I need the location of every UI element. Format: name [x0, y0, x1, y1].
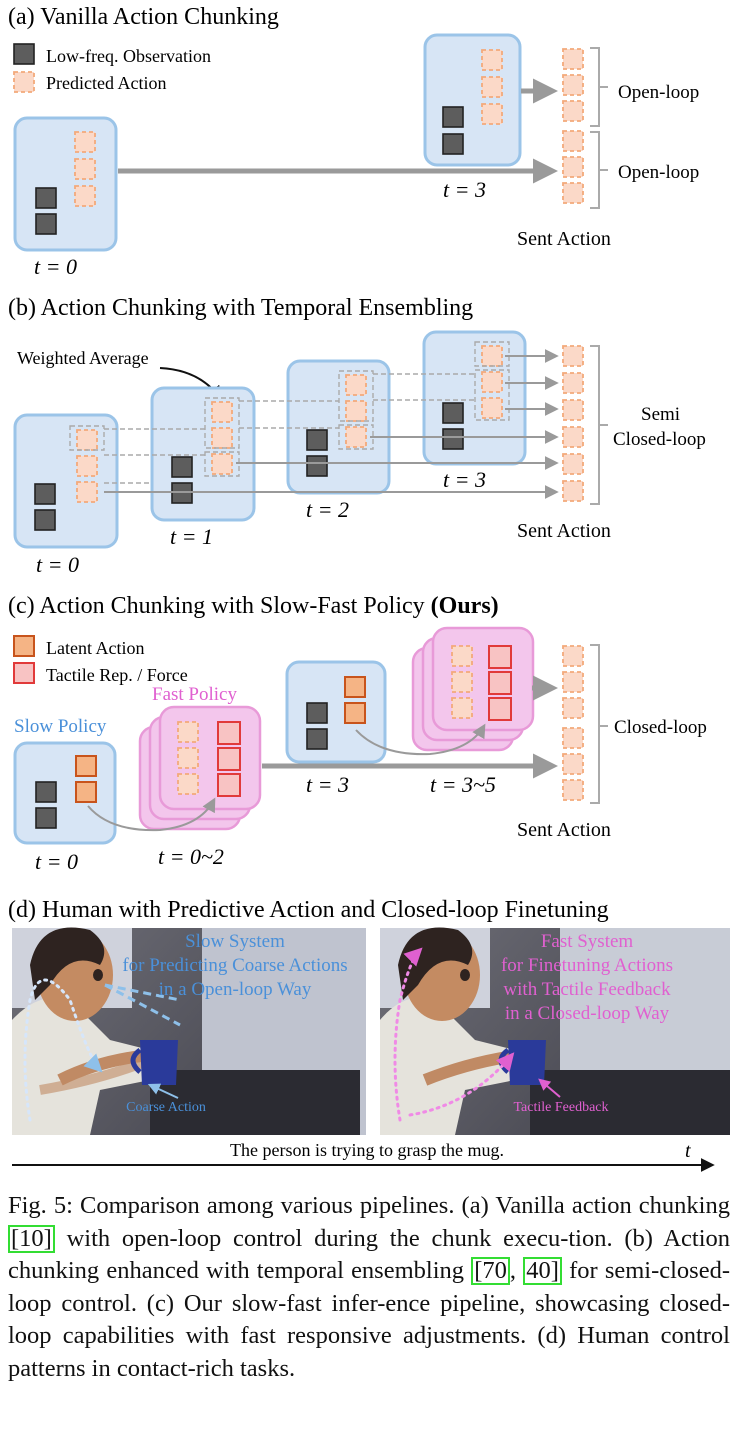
frame-c-t0	[13, 741, 117, 845]
sent-action-column-b	[562, 345, 584, 502]
caption-part-2: with open-loop control during the chunk …	[8, 1224, 730, 1285]
frame-a-t3	[423, 33, 522, 167]
frame-c-t3	[285, 660, 387, 764]
label-coarse-action: Coarse Action	[126, 1100, 206, 1115]
label-b-t2: t = 2	[306, 497, 349, 522]
illustration-fast	[380, 927, 730, 1135]
label-slow-policy: Slow Policy	[14, 716, 107, 737]
caption-part-1: Fig. 5: Comparison among various pipelin…	[8, 1192, 730, 1219]
label-sent-action-c: Sent Action	[517, 819, 611, 841]
label-sent-action-b: Sent Action	[517, 520, 611, 542]
sent-action-column-a	[562, 48, 584, 204]
fast-stack-t0-2	[138, 705, 262, 831]
label-weighted-average: Weighted Average	[17, 348, 149, 368]
label-c-t02: t = 0~2	[158, 844, 224, 869]
label-closed-loop-b: Closed-loop	[613, 429, 706, 450]
label-b-t0: t = 0	[36, 552, 79, 577]
label-fast-system-4: in a Closed-loop Way	[505, 1003, 670, 1024]
label-slow-system-2: for Predicting Coarse Actions	[122, 955, 347, 976]
label-fast-system-2: for Finetuning Actions	[501, 955, 673, 976]
panel-c: (c) Action Chunking with Slow-Fast Polic…	[8, 593, 707, 874]
label-fast-system-3: with Tactile Feedback	[503, 979, 671, 1000]
panel-d: (d) Human with Predictive Action and Clo…	[8, 897, 730, 1172]
label-t-axis: t	[685, 1140, 691, 1162]
caption-part-4: for semi-closed-loop control. (c) Our sl…	[8, 1257, 730, 1382]
label-timeline: The person is trying to grasp the mug.	[230, 1140, 504, 1160]
sent-action-column-c	[562, 645, 584, 801]
label-b-t3: t = 3	[443, 467, 486, 492]
label-fast-policy: Fast Policy	[152, 684, 237, 705]
panel-b: (b) Action Chunking with Temporal Ensemb…	[8, 295, 706, 577]
panel-a-title: (a) Vanilla Action Chunking	[8, 4, 279, 30]
label-closed-loop-c: Closed-loop	[614, 717, 707, 738]
label-c-t35: t = 3~5	[430, 772, 496, 797]
citation-70[interactable]: [70	[471, 1257, 510, 1285]
label-open-loop-1: Open-loop	[618, 82, 699, 103]
label-slow-system-3: in a Open-loop Way	[159, 979, 312, 1000]
legend-latent-swatch	[13, 635, 35, 657]
panel-c-title: (c) Action Chunking with Slow-Fast Polic…	[8, 593, 499, 619]
fast-stack-t3-5	[411, 626, 535, 752]
legend-tactile-label: Tactile Rep. / Force	[46, 665, 188, 685]
legend-pred-label: Predicted Action	[46, 73, 166, 93]
legend-obs-swatch	[13, 43, 35, 65]
label-a-t0: t = 0	[34, 254, 77, 279]
label-c-t3: t = 3	[306, 772, 349, 797]
label-sent-action-a: Sent Action	[517, 228, 611, 250]
label-b-t1: t = 1	[170, 524, 213, 549]
legend-pred-swatch	[13, 71, 35, 93]
panel-d-title: (d) Human with Predictive Action and Clo…	[8, 897, 609, 923]
legend-latent-label: Latent Action	[46, 638, 144, 658]
panel-b-title: (b) Action Chunking with Temporal Ensemb…	[8, 295, 473, 321]
label-slow-system-1: Slow System	[185, 931, 285, 952]
frame-b-t0	[13, 413, 119, 549]
citation-10[interactable]: [10]	[8, 1224, 55, 1253]
frame-a-t0	[13, 116, 118, 252]
label-open-loop-2: Open-loop	[618, 162, 699, 183]
caption-part-3: ,	[509, 1257, 524, 1284]
label-fast-system-1: Fast System	[541, 931, 634, 952]
illustration-slow	[12, 927, 366, 1135]
label-c-t0: t = 0	[35, 849, 78, 874]
legend-obs-label: Low-freq. Observation	[46, 46, 211, 66]
citation-40[interactable]: 40]	[523, 1257, 562, 1285]
figure: (a) Vanilla Action Chunking Low-freq. Ob…	[8, 4, 730, 1172]
label-semi: Semi	[641, 404, 680, 425]
label-tactile-feedback: Tactile Feedback	[513, 1100, 608, 1115]
label-a-t3: t = 3	[443, 177, 486, 202]
panel-a: (a) Vanilla Action Chunking Low-freq. Ob…	[8, 4, 699, 279]
figure-caption: Fig. 5: Comparison among various pipelin…	[8, 1190, 730, 1385]
legend-tactile-swatch	[13, 662, 35, 684]
